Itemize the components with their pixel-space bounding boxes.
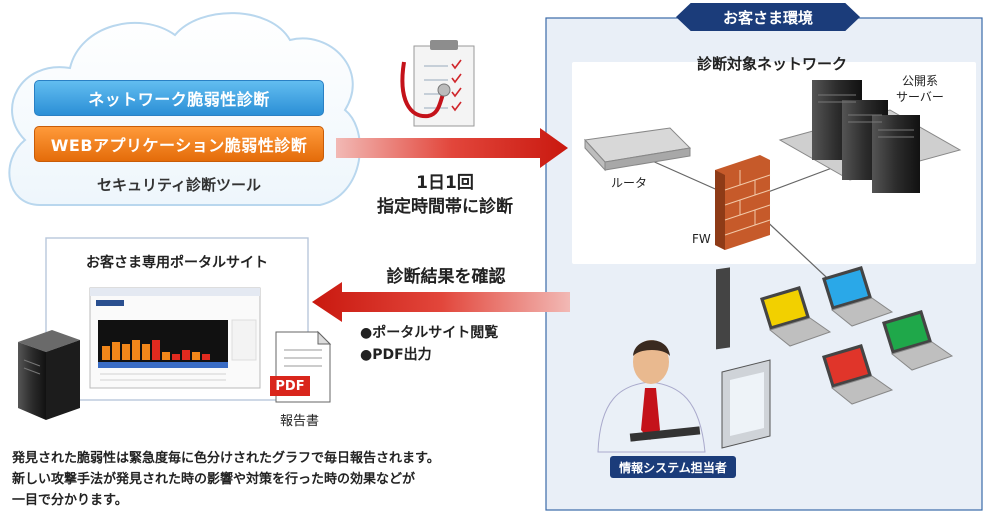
server-rack-icon: [812, 80, 920, 193]
arrow-to-environment: [336, 128, 568, 168]
portal-server-icon: [18, 330, 80, 420]
description-line-1: 発見された脆弱性は緊急度毎に色分けされたグラフで毎日報告されます。: [12, 451, 440, 466]
router-icon: [583, 127, 692, 172]
it-staff-badge: 情報システム担当者: [610, 456, 736, 478]
bullet-pdf: ●PDF出力: [360, 347, 432, 363]
clipboard-stethoscope-icon: [400, 40, 475, 127]
description-line-2: 新しい攻撃手法が発見された時の影響や対策を行った時の効果などが: [12, 472, 416, 487]
schedule-line1: 1日1回: [416, 173, 474, 193]
results-title: 診断結果を確認: [386, 267, 506, 287]
pdf-badge: PDF: [270, 376, 310, 396]
security-tool-label: セキュリティ診断ツール: [96, 176, 262, 194]
firewall-icon: [715, 155, 771, 250]
environment-title-text: お客さま環境: [722, 8, 813, 27]
portal-title: お客さま専用ポータルサイト: [86, 255, 268, 271]
schedule-line2: 指定時間帯に診断: [377, 197, 513, 217]
public-server-label-1: 公開系: [902, 74, 939, 88]
it-staff-label: 情報システム担当者: [619, 460, 727, 475]
portal-dashboard-thumbnail: [89, 287, 261, 389]
laptop-icons: [760, 266, 954, 405]
network-scan-pill: ネットワーク脆弱性診断: [34, 80, 324, 116]
environment-title: お客さま環境: [676, 3, 860, 31]
web-scan-label: WEBアプリケーション脆弱性診断: [50, 136, 308, 155]
network-scan-label: ネットワーク脆弱性診断: [88, 90, 270, 109]
fw-label: FW: [692, 232, 711, 246]
description-text: 発見された脆弱性は緊急度毎に色分けされたグラフで毎日報告されます。 新しい攻撃手…: [12, 448, 542, 511]
it-staff-icon: [597, 267, 771, 453]
bullet-portal: ●ポータルサイト閲覧: [360, 325, 499, 341]
public-server-label-2: サーバー: [896, 90, 944, 104]
web-scan-pill: WEBアプリケーション脆弱性診断: [34, 126, 324, 162]
router-label: ルータ: [611, 176, 648, 190]
target-network-title: 診断対象ネットワーク: [696, 55, 847, 73]
description-line-3: 一目で分かります。: [12, 493, 128, 508]
report-label: 報告書: [280, 414, 320, 429]
arrow-to-portal: [312, 282, 570, 322]
pdf-label: PDF: [275, 378, 305, 394]
